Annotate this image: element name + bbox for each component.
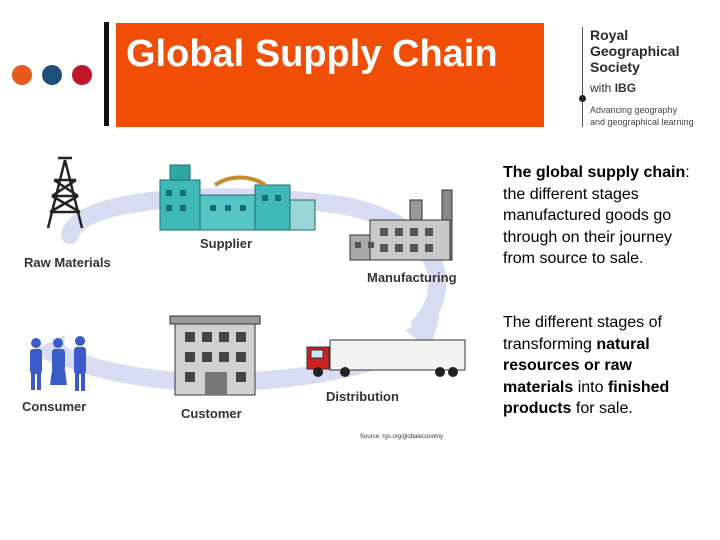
- label-consumer: Consumer: [22, 399, 87, 414]
- logo-with-ibg: with IBG: [590, 81, 636, 95]
- consumer-people-icon: [30, 336, 86, 391]
- source-credit: Source: rgs.org/globaleconomy: [360, 434, 444, 440]
- delivery-truck-icon: [306, 339, 466, 377]
- oil-derrick-icon: [46, 156, 84, 229]
- manufacturing-factory-icon: [349, 189, 453, 261]
- description-paragraph-1: The global supply chain: the different s…: [503, 162, 703, 270]
- bullet-dot-red: [72, 65, 92, 85]
- p2-a: The different stages of transforming: [503, 314, 662, 353]
- p2-c: into: [573, 378, 608, 396]
- logo-line-2: Geographical: [590, 43, 680, 59]
- logo-line-1: Royal: [590, 27, 629, 43]
- bullet-dot-orange: [12, 65, 32, 85]
- page-title: Global Supply Chain: [126, 33, 498, 75]
- supplier-factory-icon: [159, 164, 316, 231]
- label-customer: Customer: [181, 406, 242, 421]
- p1-rest: : the different stages manufactured good…: [503, 164, 690, 267]
- cycle-diagram-svg: [30, 156, 466, 396]
- title-banner: Global Supply Chain: [116, 23, 544, 127]
- logo-ibg: IBG: [614, 81, 637, 95]
- logo-rule: [582, 27, 583, 127]
- description-paragraph-2: The different stages of transforming nat…: [503, 312, 703, 420]
- label-manufacturing: Manufacturing: [367, 270, 457, 285]
- label-distribution: Distribution: [326, 389, 399, 404]
- logo-with: with: [590, 81, 612, 95]
- label-raw-materials: Raw Materials: [24, 255, 111, 270]
- logo-dot: [579, 95, 586, 102]
- supply-chain-diagram: Raw Materials Supplier Manufacturing Dis…: [10, 140, 490, 440]
- bullet-dot-blue: [42, 65, 62, 85]
- label-supplier: Supplier: [200, 236, 253, 251]
- p2-d: finished products: [503, 378, 670, 418]
- p1-bold: The global supply chain: [503, 164, 686, 181]
- logo-tagline-1: Advancing geography: [590, 105, 678, 115]
- rgs-logo: Royal Geographical Society with IBG Adva…: [554, 23, 720, 127]
- title-divider: [104, 22, 109, 126]
- logo-line-3: Society: [590, 59, 640, 75]
- customer-store-icon: [169, 315, 261, 396]
- p2-b: natural resources or raw materials: [503, 335, 650, 396]
- logo-tagline-2: and geographical learning: [590, 117, 694, 127]
- p2-e: for sale.: [571, 400, 633, 417]
